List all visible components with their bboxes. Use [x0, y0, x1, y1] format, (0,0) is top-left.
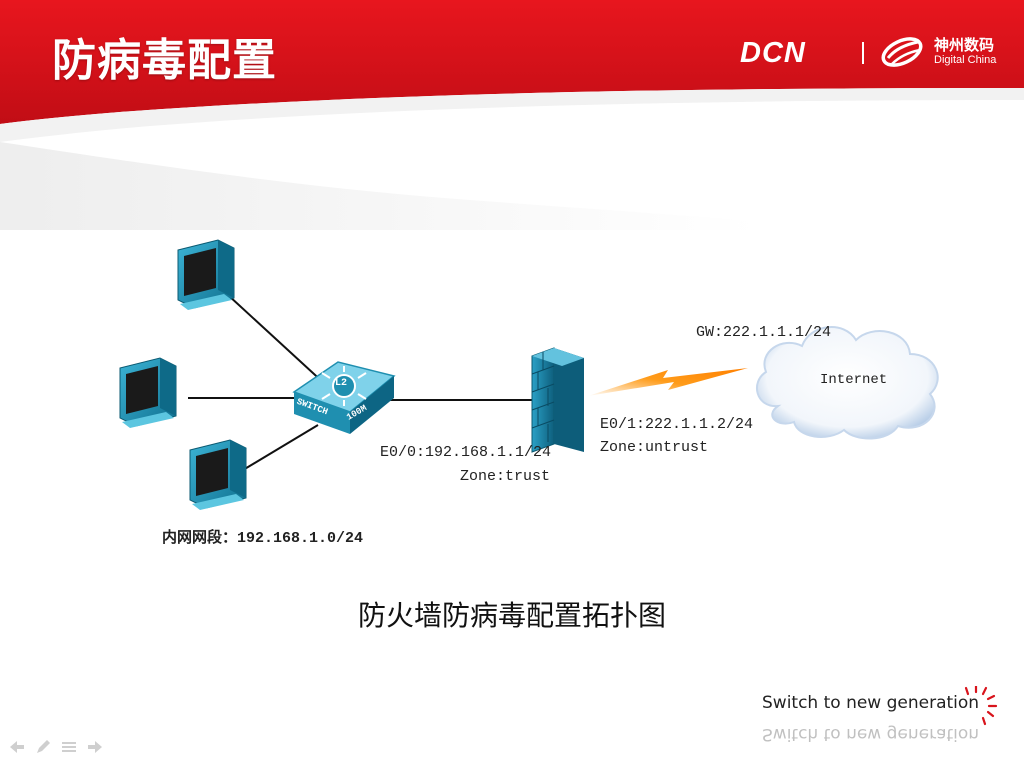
tagline-reflection: Switch to new generation: [762, 724, 980, 744]
trust-zone-label: Zone:trust: [460, 468, 551, 485]
topology-drawing: [119, 239, 748, 510]
slide-nav: [8, 738, 104, 756]
internet-label: Internet: [820, 372, 888, 388]
trust-interface-label: E0/0:192.168.1.1/24: [380, 444, 552, 461]
pen-icon[interactable]: [34, 738, 52, 756]
untrust-interface-label: E0/1:222.1.1.2/24: [600, 416, 754, 433]
back-arrow-icon[interactable]: [8, 738, 26, 756]
gateway-label: GW:222.1.1.1/24: [696, 324, 832, 341]
link-pc1-switch: [227, 294, 327, 386]
subnet-label: 内网网段：192.168.1.0/24: [162, 530, 364, 547]
diagram-caption: 防火墙防病毒配置拓扑图: [357, 599, 666, 632]
pc-icon: [177, 239, 235, 310]
brand-chinese-name: 神州数码: [934, 36, 995, 54]
header-background: [0, 0, 1024, 230]
switch-l2-label: L2: [335, 378, 348, 389]
digital-china-logo-icon: [881, 37, 923, 67]
pc-icon: [189, 439, 247, 510]
pc-icon: [119, 357, 177, 428]
brand-english-name: Digital China: [934, 54, 997, 66]
link-pc3-switch: [242, 424, 319, 471]
tagline: Switch to new generation: [762, 693, 980, 713]
topology-diagram: [118, 230, 752, 560]
internet-cloud-icon: [756, 326, 939, 440]
untrust-zone-label: Zone:untrust: [600, 439, 709, 456]
dcn-logo: DCN: [740, 37, 806, 69]
spark-icon: [964, 686, 998, 726]
menu-icon[interactable]: [60, 738, 78, 756]
logo-divider: [862, 42, 864, 64]
l2-switch-icon: [292, 361, 396, 434]
firewall-icon: [531, 347, 584, 453]
slide-title: 防病毒配置: [52, 35, 277, 86]
forward-arrow-icon[interactable]: [86, 738, 104, 756]
wan-link-bolt: [588, 368, 748, 396]
